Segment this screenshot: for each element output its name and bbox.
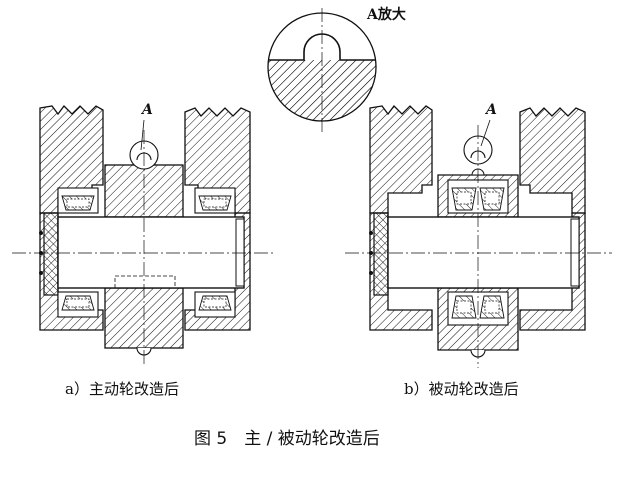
view-b-callout-label: A	[486, 102, 497, 118]
view-a-callout-label: A	[142, 102, 153, 118]
detail-a-magnified	[267, 8, 377, 135]
view-a-drive-wheel	[12, 105, 275, 365]
view-a-caption: a）主动轮改造后	[65, 380, 179, 398]
view-b-caption: b）被动轮改造后	[404, 380, 519, 398]
figure-caption: 图 5 主 / 被动轮改造后	[194, 429, 380, 449]
view-b-driven-wheel	[345, 105, 612, 368]
detail-a-label: A放大	[367, 7, 406, 23]
